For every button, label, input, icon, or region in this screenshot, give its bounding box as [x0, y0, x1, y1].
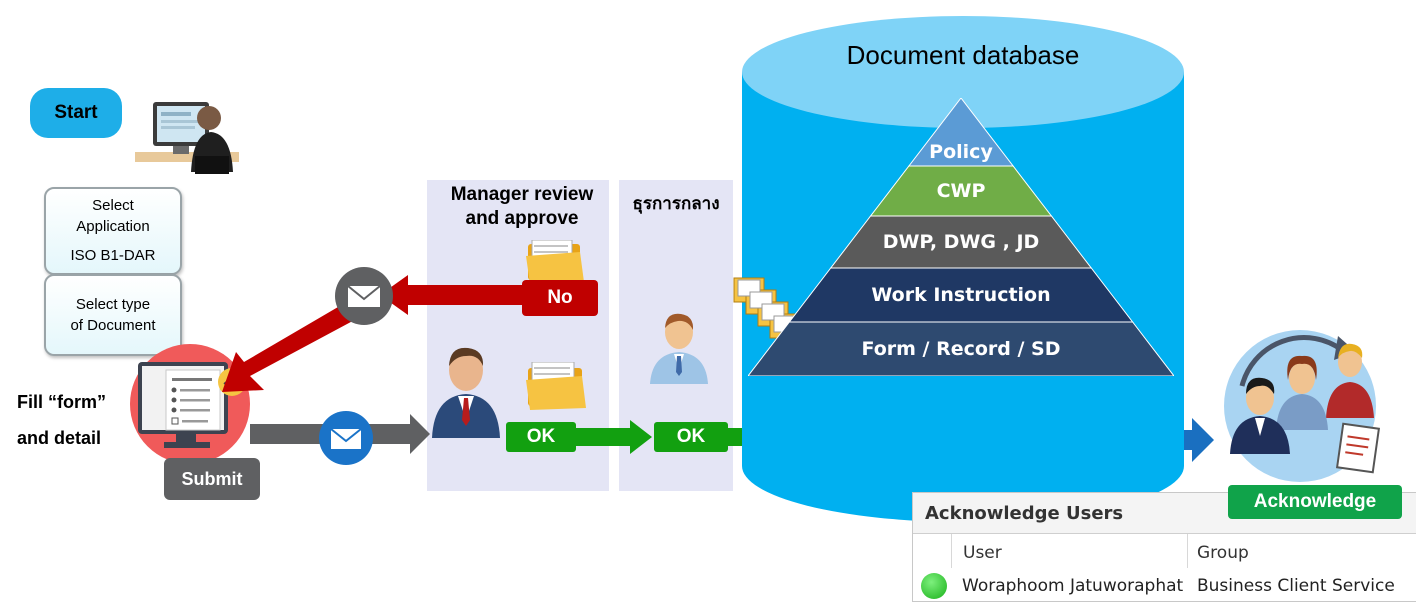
pyramid-level-label: CWP: [936, 180, 986, 202]
row-user: Woraphoom Jatuworaphat: [962, 576, 1184, 596]
ok-manager-button[interactable]: OK: [506, 422, 576, 452]
select-type-line1: Select type: [75, 296, 151, 313]
form-document-icon: [130, 344, 250, 464]
central-admin-heading: ธุรการกลาง: [632, 194, 720, 214]
row-group: Business Client Service: [1197, 576, 1395, 596]
fill-form-line1: Fill “form”: [17, 392, 106, 412]
submit-button[interactable]: Submit: [164, 458, 260, 500]
database-title: Document database: [846, 40, 1080, 70]
pyramid-level-label: Work Instruction: [871, 284, 1051, 306]
manager-heading-line2: and approve: [465, 208, 579, 229]
select-application-line1: Select: [92, 197, 134, 214]
select-application-box: Select Application ISO B1-DAR: [44, 187, 182, 275]
manager-heading: Manager review and approve: [427, 183, 617, 231]
central-admin-person-icon: [650, 313, 708, 384]
reject-folder-icon: [526, 240, 584, 284]
start-label: Start: [30, 88, 122, 138]
acknowledge-button[interactable]: Acknowledge: [1228, 485, 1402, 519]
approve-arrow-1: [575, 420, 652, 454]
panel-title: Acknowledge Users: [925, 503, 1124, 524]
acknowledge-group-icon: [1224, 330, 1381, 482]
status-green-icon: [921, 573, 947, 599]
pyramid-level-label: Form / Record / SD: [861, 338, 1061, 360]
select-type-line2: of Document: [70, 317, 156, 334]
reject-arrow-horizontal: [380, 275, 525, 315]
column-header-user[interactable]: User: [963, 543, 1002, 563]
table-row[interactable]: [913, 568, 1416, 601]
submit-mail-icon: [319, 411, 373, 465]
manager-person-icon: [432, 347, 500, 438]
reject-arrow-diagonal: [222, 300, 362, 392]
pyramid-level-5: [748, 321, 1174, 376]
fill-form-line2: and detail: [17, 428, 102, 448]
select-application-code: ISO B1-DAR: [70, 247, 156, 264]
pyramid-level-label: Policy: [929, 141, 993, 163]
no-decision-button[interactable]: No: [522, 280, 598, 316]
panel-divider: [913, 533, 1416, 534]
ok-admin-button[interactable]: OK: [654, 422, 728, 452]
user-at-computer-icon: [135, 102, 239, 174]
pyramid-level-label: DWP, DWG , JD: [882, 231, 1040, 253]
approve-folder-icon: [526, 362, 586, 410]
manager-heading-line1: Manager review: [450, 184, 594, 205]
select-application-line2: Application: [76, 218, 150, 235]
document-hierarchy-pyramid: [748, 98, 1174, 376]
select-type-box: Select type of Document: [44, 274, 182, 356]
return-mail-icon: [335, 267, 393, 325]
table-header-row: [913, 534, 1416, 568]
column-divider: [1187, 534, 1188, 568]
column-divider: [951, 534, 952, 601]
column-header-group[interactable]: Group: [1197, 543, 1249, 563]
